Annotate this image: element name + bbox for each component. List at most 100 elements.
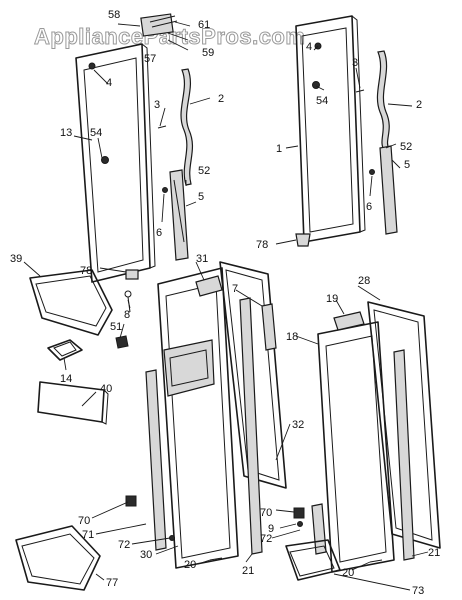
fresh-food-liner-assembly (317, 301, 441, 573)
screw-3-left (157, 125, 167, 129)
leader-lines (23, 21, 429, 591)
callout-58: 58 (108, 9, 120, 21)
freezer-liner-assembly (157, 261, 287, 569)
handle-2-left (180, 68, 194, 186)
fresh-food-door-edge (351, 15, 366, 233)
freezer-door-edge (141, 43, 156, 269)
callout-54-left: 54 (90, 127, 102, 139)
callout-4-right: 4 (306, 41, 312, 53)
callout-4-left: 4 (106, 77, 112, 89)
callout-77: 77 (106, 577, 118, 589)
fresh-liner-inner (325, 335, 387, 563)
gasket-28-inner (373, 309, 433, 541)
bin-77-rim (21, 533, 95, 585)
strip-30 (145, 369, 167, 551)
callout-20-left: 20 (184, 559, 196, 571)
callout-57: 57 (144, 53, 156, 65)
part-19 (333, 311, 365, 331)
screw-20-right (369, 559, 383, 563)
door-strips-lower (145, 297, 415, 561)
screw-6-left (162, 187, 168, 193)
bottom-bins (15, 525, 341, 591)
callout-28: 28 (358, 275, 370, 287)
callout-2-right: 2 (416, 99, 422, 111)
callout-1: 1 (276, 143, 282, 155)
hinge-bracket-58 (140, 13, 174, 37)
gasket-32 (219, 261, 287, 489)
freezer-door-inner-panel (83, 57, 144, 273)
shelf-39-body (29, 269, 113, 336)
callout-73: 73 (412, 585, 424, 597)
callout-14: 14 (60, 373, 72, 385)
callout-6-right: 6 (366, 201, 372, 213)
callout-52-left: 52 (198, 165, 210, 177)
cover-40-edge (101, 389, 109, 425)
callout-72-left: 72 (118, 539, 130, 551)
callout-52-right: 52 (400, 141, 412, 153)
callout-40: 40 (100, 383, 112, 395)
part-7 (261, 303, 277, 351)
callout-7: 7 (232, 283, 238, 295)
callout-78-right: 78 (256, 239, 268, 251)
callout-32: 32 (292, 419, 304, 431)
strip-21-right (393, 349, 415, 561)
callout-19: 19 (326, 293, 338, 305)
part-14 (47, 339, 83, 361)
callout-70-left: 70 (78, 515, 90, 527)
hinge-stack-lines (149, 15, 178, 28)
callout-78-left: 78 (80, 265, 92, 277)
callout-70-right: 70 (260, 507, 272, 519)
part-8 (124, 290, 132, 298)
callout-71: 71 (82, 529, 94, 541)
callout-9: 9 (268, 523, 274, 535)
callout-31: 31 (196, 253, 208, 265)
screw-3-right (355, 89, 365, 93)
door-shelf-39 (29, 269, 113, 336)
callout-8: 8 (124, 309, 130, 321)
gasket-28 (367, 301, 441, 549)
callout-13: 13 (60, 127, 72, 139)
foot-78-left (125, 269, 139, 280)
callout-72-right: 72 (260, 533, 272, 545)
small-parts-cluster (47, 290, 132, 361)
part-72-left (169, 535, 175, 541)
fresh-food-door-inner-panel (301, 27, 354, 233)
part-31 (195, 275, 223, 297)
callout-54-right: 54 (316, 95, 328, 107)
door-stop-4-left (88, 62, 96, 70)
freezer-door-outer (75, 43, 151, 283)
gasket-32-inner (225, 269, 280, 481)
screw-20-left (209, 557, 223, 561)
part-51 (115, 335, 129, 349)
callout-39: 39 (10, 253, 22, 265)
part-70-right (293, 507, 305, 519)
screw-6-right (369, 169, 375, 175)
part-9 (297, 521, 303, 527)
handle-2-right (376, 50, 390, 151)
callout-20-right: 20 (342, 567, 354, 579)
door-strip-5-left-groove (173, 179, 185, 243)
part-14-inner (53, 341, 77, 357)
strip-21-left (239, 297, 263, 555)
fresh-food-door-assembly (295, 15, 398, 247)
bin-73 (285, 539, 341, 581)
part-70-left (125, 495, 137, 507)
callout-21-right: 21 (428, 547, 440, 559)
callout-61: 61 (198, 19, 210, 31)
foot-78-right (295, 233, 311, 247)
callout-6-left: 6 (156, 227, 162, 239)
callout-5-right: 5 (404, 159, 410, 171)
ice-chute-recess (163, 339, 215, 397)
door-plug-54-left (101, 156, 109, 164)
callout-21-left: 21 (242, 565, 254, 577)
ice-chute-inner (169, 349, 209, 387)
callout-3-left: 3 (154, 99, 160, 111)
shelf-39-rim (35, 275, 107, 327)
bin-77 (15, 525, 101, 591)
bin-73-rim (289, 545, 335, 577)
callout-labels: 58 61 57 59 4 3 2 13 54 52 5 6 78 4 3 54… (10, 9, 440, 597)
callout-30: 30 (140, 549, 152, 561)
callout-5-left: 5 (198, 191, 204, 203)
